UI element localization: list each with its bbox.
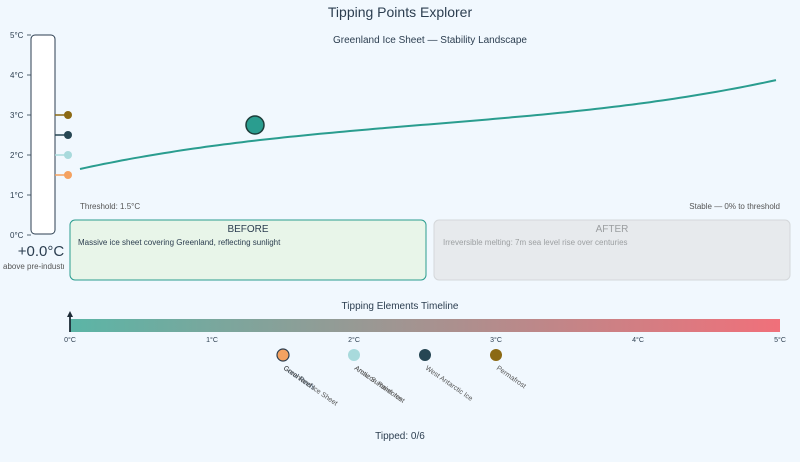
timeline-element-label-permafrost[interactable]: Permafrost	[495, 365, 527, 390]
timeline-tick-label: 2°C	[348, 336, 360, 344]
thermometer-tick-label: 5°C	[10, 31, 24, 40]
timeline-tick-label: 4°C	[632, 336, 644, 344]
before-heading: BEFORE	[227, 224, 268, 235]
threshold-dot-arctic-summer-ice[interactable]	[64, 151, 72, 159]
timeline-tick-label: 3°C	[490, 336, 502, 344]
thermometer-tick-label: 3°C	[10, 111, 24, 120]
current-temperature-marker[interactable]	[67, 311, 73, 332]
timeline-dot-permafrost[interactable]	[490, 349, 502, 361]
system-state-ball[interactable]	[245, 115, 265, 135]
after-description: Irreversible melting: 7m sea level rise …	[443, 238, 628, 247]
threshold-label: Threshold: 1.5°C	[80, 202, 140, 211]
temperature-reading: +0.0°C	[18, 243, 65, 260]
thermometer-caption: above pre-industrial	[3, 262, 73, 271]
timeline-tick-label: 5°C	[774, 336, 786, 344]
timeline-element-label-greenland-ice-sheet[interactable]: Greenland Ice Sheet	[282, 365, 339, 408]
threshold-dot-permafrost[interactable]	[64, 111, 72, 119]
threshold-dot-west-antarctic-ice[interactable]	[64, 131, 72, 139]
before-card: BEFORE Massive ice sheet covering Greenl…	[69, 219, 427, 281]
stability-landscape[interactable]	[79, 79, 777, 170]
after-card: AFTER Irreversible melting: 7m sea level…	[433, 219, 791, 281]
timeline-dot-amazon-rainforest[interactable]	[348, 349, 360, 361]
thermometer-tick-label: 1°C	[10, 191, 24, 200]
landscape-title: Greenland Ice Sheet — Stability Landscap…	[333, 35, 527, 46]
tipped-counter: Tipped: 0/6	[375, 431, 425, 442]
timeline-element-label-arctic-summer-ice[interactable]: Arctic Summer Ice	[353, 365, 404, 404]
stability-status: Stable — 0% to threshold	[689, 202, 780, 211]
timeline-tick-label: 0°C	[64, 336, 76, 344]
stability-curve	[79, 79, 777, 170]
timeline-dot-coral-reefs[interactable]	[276, 348, 290, 362]
thermometer-tick-label: 0°C	[10, 231, 24, 240]
threshold-dot-coral-reefs[interactable]	[64, 171, 72, 179]
thermometer: 5°C 4°C 3°C 2°C 1°C 0°C +0.0°C above pre-indu…	[3, 31, 73, 271]
thermometer-tube	[30, 34, 56, 235]
thermometer-tick-label: 2°C	[10, 151, 24, 160]
before-description: Massive ice sheet covering Greenland, re…	[78, 238, 281, 247]
thermometer-tick-label: 4°C	[10, 71, 24, 80]
timeline-bar[interactable]	[70, 319, 780, 332]
timeline-tick-label: 1°C	[206, 336, 218, 344]
timeline-title: Tipping Elements Timeline	[342, 301, 459, 312]
after-heading: AFTER	[596, 224, 629, 235]
timeline-dot-west-antarctic-ice[interactable]	[419, 349, 431, 361]
timeline-element-label-west-antarctic-ice[interactable]: West Antarctic Ice	[424, 365, 474, 403]
app-title: Tipping Points Explorer	[328, 4, 473, 20]
